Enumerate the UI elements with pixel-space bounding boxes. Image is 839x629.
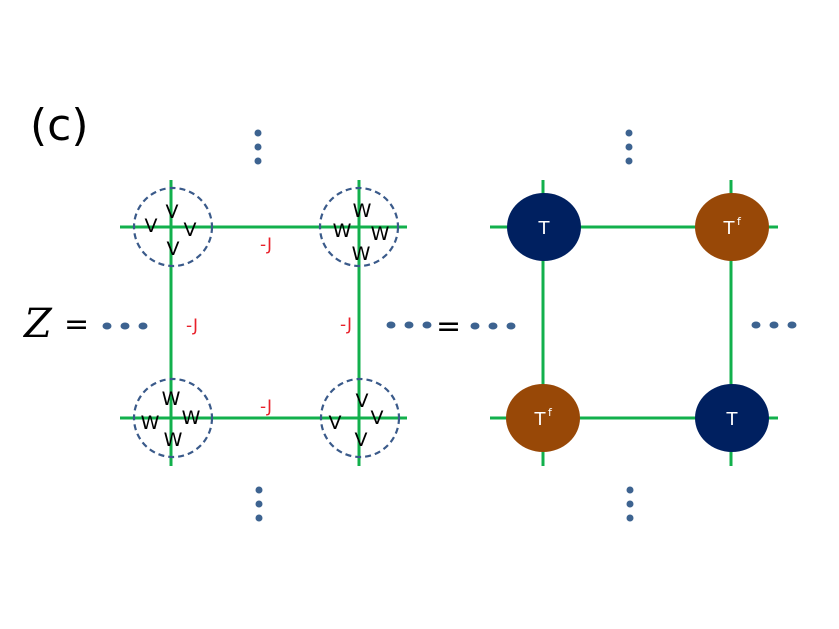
- equals-left: =: [64, 307, 89, 342]
- site-label: V: [145, 215, 158, 237]
- site-label: V: [356, 390, 369, 412]
- site-label: V: [355, 429, 368, 451]
- left-lattice: V V V V W W W W W W W W V V V V -J -J -: [102, 129, 432, 522]
- site-top-right: W W W W: [333, 200, 390, 265]
- site-label: V: [166, 201, 179, 223]
- tensor-label: T: [538, 218, 551, 239]
- coupling-bottom: -J: [260, 397, 272, 417]
- site-bottom-right: V V V V: [329, 390, 384, 451]
- tensor-T-top-left: T: [507, 193, 581, 261]
- site-circle-top-right: [318, 186, 400, 268]
- tensor-superscript: f: [548, 406, 553, 419]
- site-circle-top-left: [132, 186, 214, 268]
- ellipsis-left-right-horizontal: [386, 321, 432, 329]
- tensor-label: T: [534, 409, 547, 430]
- site-label: W: [182, 407, 201, 429]
- site-label: W: [333, 220, 352, 242]
- ellipsis-right-bottom-vertical: [626, 486, 634, 522]
- tensor-superscript: f: [737, 215, 742, 228]
- site-top-left: V V V V: [145, 201, 197, 260]
- tensor-Tf-top-right: T f: [695, 193, 769, 261]
- tensor-label: T: [723, 218, 736, 239]
- site-label: V: [167, 238, 180, 260]
- z-symbol: Z: [22, 301, 53, 347]
- coupling-right: -J: [340, 315, 352, 335]
- site-label: V: [184, 219, 197, 241]
- tensor-T-bottom-right: T: [695, 384, 769, 452]
- ellipsis-right-top-vertical: [625, 129, 633, 165]
- right-lattice: T T f T f T: [470, 129, 797, 522]
- site-circle-bottom-right: [319, 377, 401, 459]
- site-label: V: [371, 407, 384, 429]
- site-label: W: [353, 200, 372, 222]
- site-label: W: [352, 243, 371, 265]
- coupling-top: -J: [260, 235, 272, 255]
- site-label: V: [329, 412, 342, 434]
- panel-label: (c): [30, 100, 89, 151]
- site-circle-bottom-left: [132, 377, 214, 459]
- tensor-Tf-bottom-left: T f: [506, 384, 580, 452]
- ellipsis-right-left-horizontal: [470, 322, 516, 330]
- site-label: W: [371, 223, 390, 245]
- ellipsis-right-horizontal: [751, 321, 797, 329]
- site-label: W: [162, 388, 181, 410]
- site-label: W: [141, 412, 160, 434]
- ellipsis-left-horizontal: [102, 322, 148, 330]
- tensor-label: T: [726, 409, 739, 430]
- coupling-left: -J: [186, 316, 198, 336]
- equals-middle: =: [436, 309, 461, 344]
- ellipsis-left-top-vertical: [254, 129, 262, 165]
- site-label: W: [164, 429, 183, 451]
- site-bottom-left: W W W W: [141, 388, 201, 451]
- ellipsis-left-bottom-vertical: [255, 486, 263, 522]
